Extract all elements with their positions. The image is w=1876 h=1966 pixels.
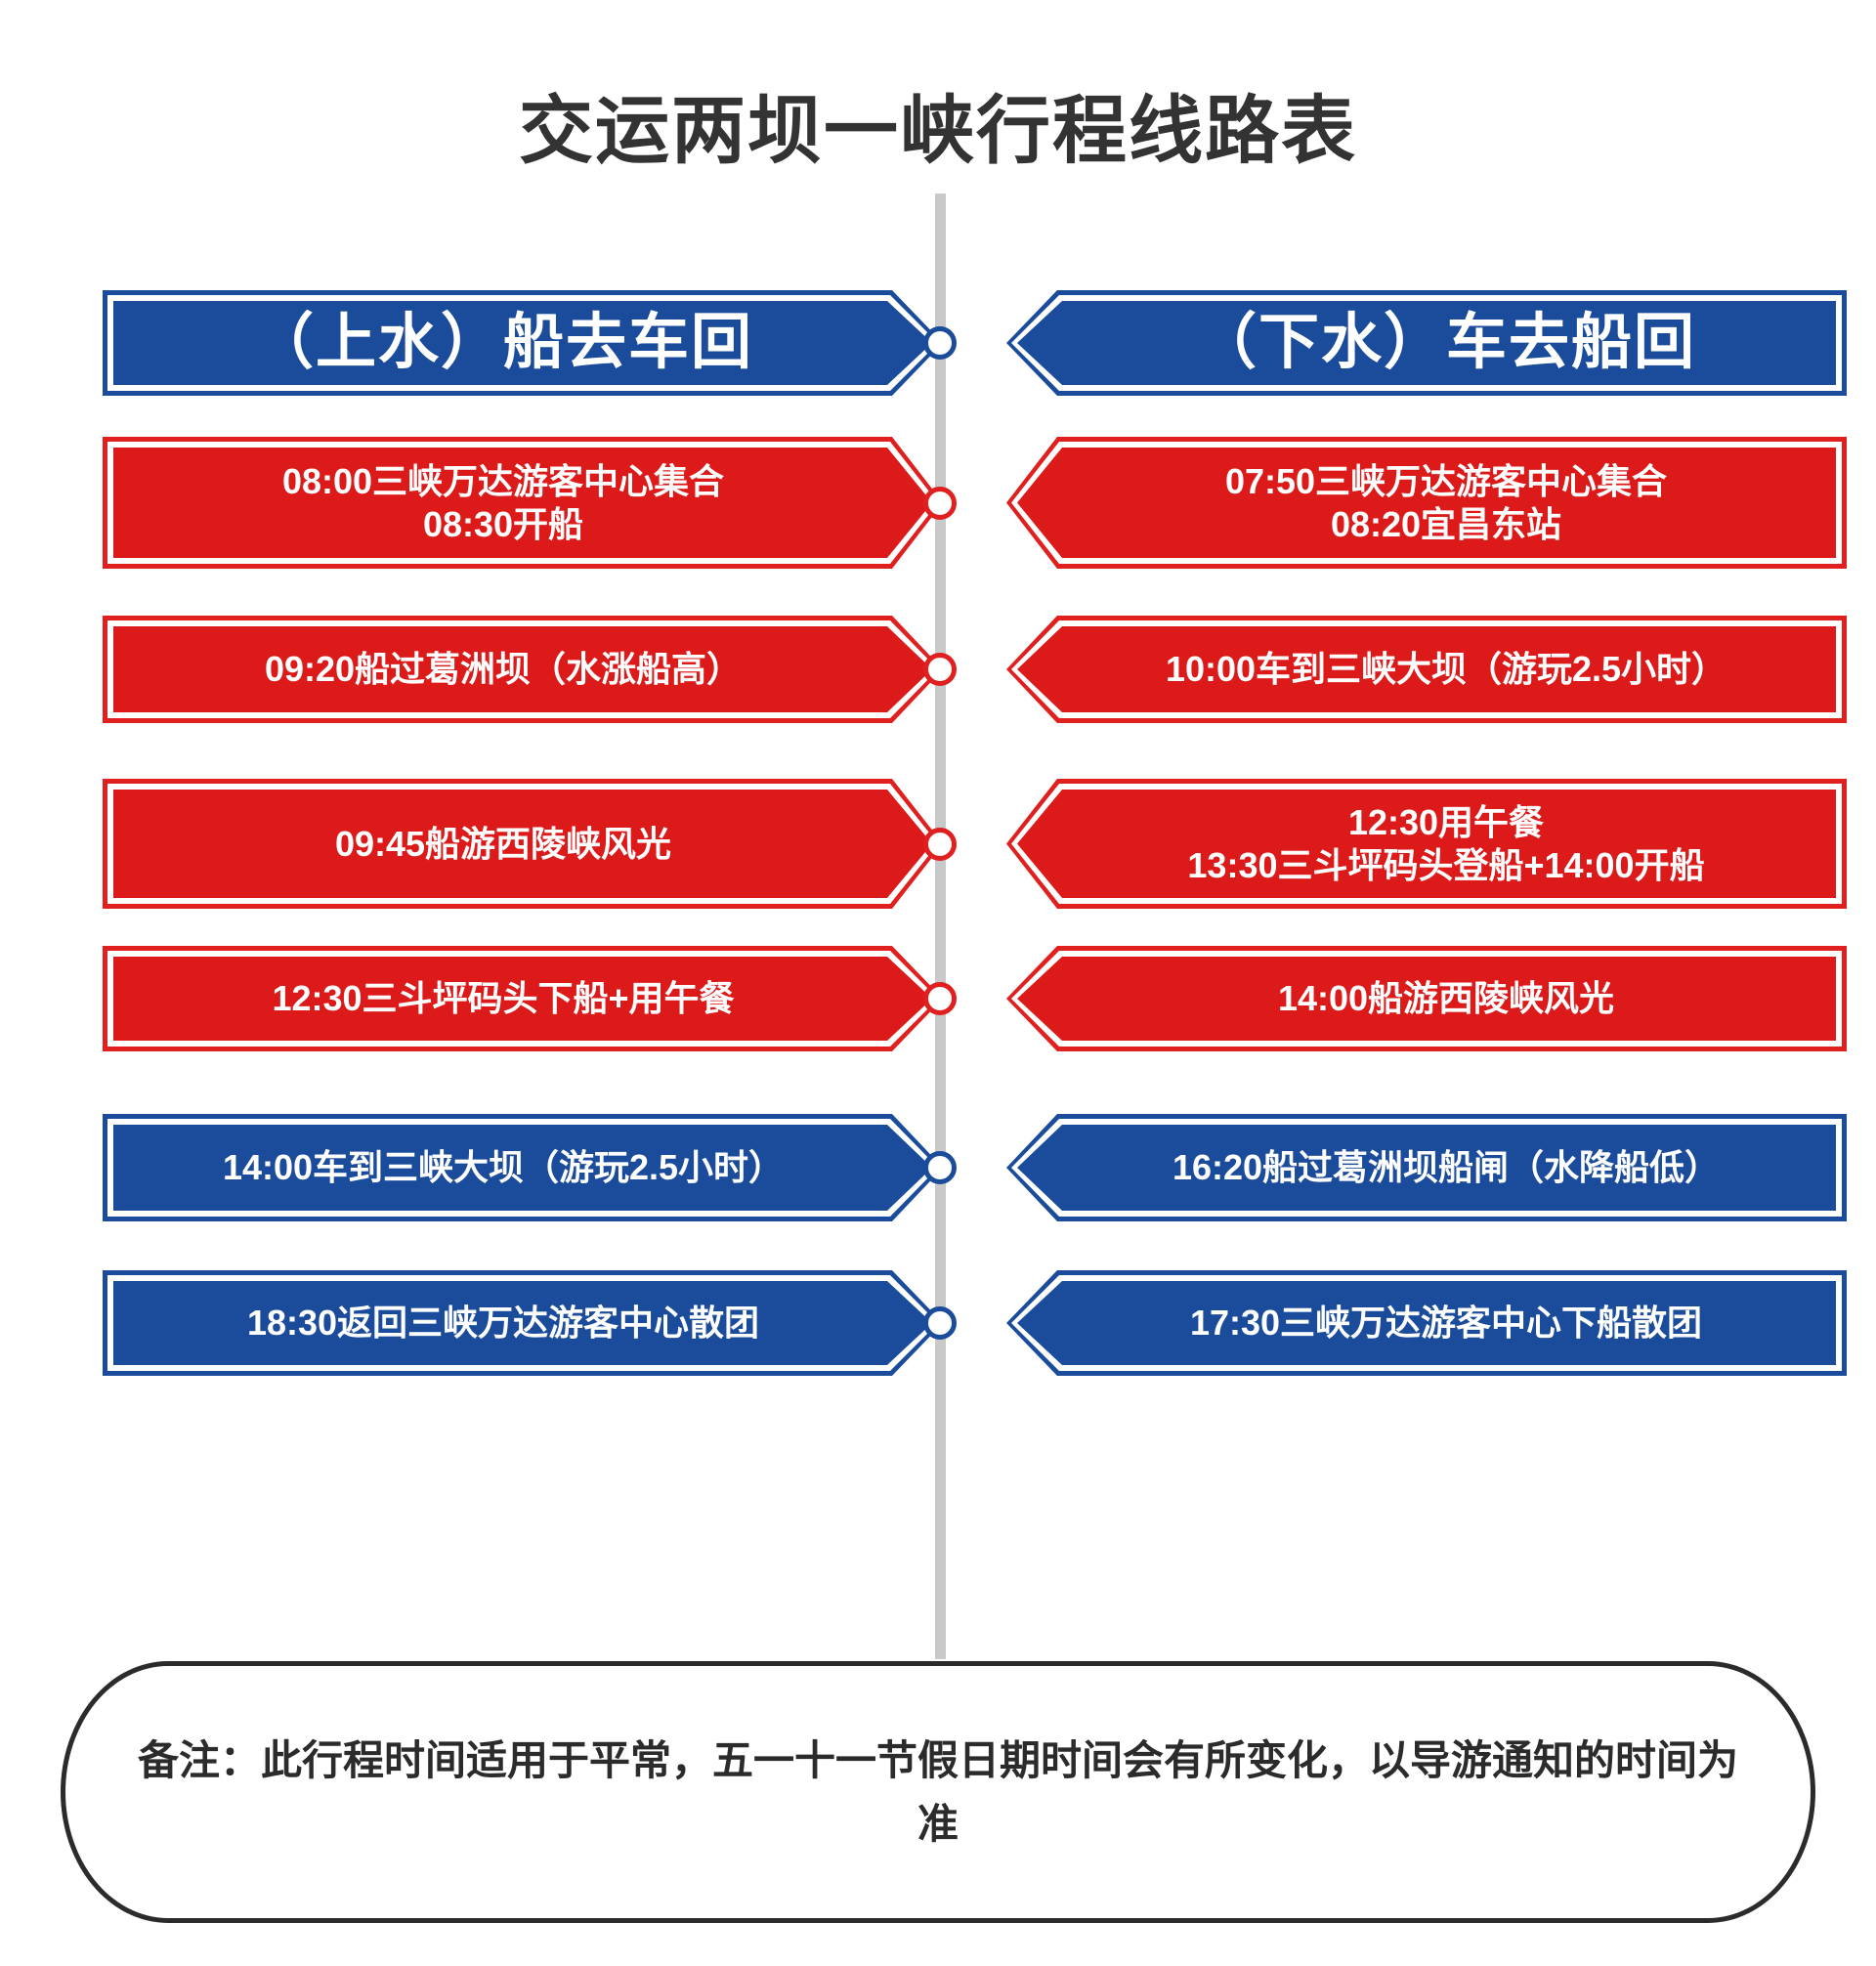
banner-fill — [1017, 448, 1836, 558]
banner-step-label: 12:30三斗坪码头下船+用午餐 — [272, 978, 735, 1019]
banner-step-label: 14:00车到三峡大坝（游玩2.5小时） — [222, 1147, 785, 1188]
step-right-4[interactable]: 14:00船游西陵峡风光 — [1006, 946, 1847, 1051]
banner-step: 10:00车到三峡大坝（游玩2.5小时） — [1006, 616, 1847, 723]
timeline-dot-2 — [923, 486, 957, 520]
banner-step-label: 10:00车到三峡大坝（游玩2.5小时） — [1165, 649, 1727, 690]
header-left[interactable]: （上水）船去车回 — [103, 290, 943, 396]
banner-step-label: 17:30三峡万达游客中心下船散团 — [1189, 1303, 1703, 1344]
banner-step-label: 14:00船游西陵峡风光 — [1277, 978, 1615, 1019]
banner-fill — [113, 790, 932, 898]
timeline-dot-3 — [923, 653, 957, 686]
banner-step-label: 09:20船过葛洲坝（水涨船高） — [264, 649, 743, 690]
step-left-3[interactable]: 09:45船游西陵峡风光 — [103, 779, 943, 909]
page-title: 交运两坝一峡行程线路表 — [519, 90, 1357, 173]
banner-step: 08:00三峡万达游客中心集合 08:30开船 — [103, 437, 943, 569]
banner-header: （上水）船去车回 — [103, 290, 943, 396]
banner-step: 14:00船游西陵峡风光 — [1006, 946, 1847, 1051]
banner-step-label: 08:00三峡万达游客中心集合 08:30开船 — [281, 460, 725, 544]
banner-fill — [113, 1125, 932, 1211]
step-right-3[interactable]: 12:30用午餐 13:30三斗坪码头登船+14:00开船 — [1006, 779, 1847, 909]
step-left-1[interactable]: 08:00三峡万达游客中心集合 08:30开船 — [103, 437, 943, 569]
banner-step: 09:20船过葛洲坝（水涨船高） — [103, 616, 943, 723]
step-right-2[interactable]: 10:00车到三峡大坝（游玩2.5小时） — [1006, 616, 1847, 723]
banner-step: 07:50三峡万达游客中心集合 08:20宜昌东站 — [1006, 437, 1847, 569]
banner-fill — [1017, 1281, 1836, 1365]
banner-step: 16:20船过葛洲坝船闸（水降船低） — [1006, 1114, 1847, 1221]
timeline-axis — [935, 193, 946, 1659]
banner-fill — [113, 448, 932, 558]
banner-step: 09:45船游西陵峡风光 — [103, 779, 943, 909]
banner-fill — [1017, 626, 1836, 712]
banner-step: 12:30用午餐 13:30三斗坪码头登船+14:00开船 — [1006, 779, 1847, 909]
banner-header-label: （下水）车去船回 — [1195, 309, 1696, 377]
banner-fill — [1017, 1125, 1836, 1211]
banner-step: 14:00车到三峡大坝（游玩2.5小时） — [103, 1114, 943, 1221]
footer-note: 备注：此行程时间适用于平常，五一十一节假日期时间会有所变化，以导游通知的时间为准 — [61, 1661, 1815, 1923]
step-right-5[interactable]: 16:20船过葛洲坝船闸（水降船低） — [1006, 1114, 1847, 1221]
banner-fill — [113, 301, 932, 385]
timeline-dot-7 — [923, 1306, 957, 1340]
step-left-4[interactable]: 12:30三斗坪码头下船+用午餐 — [103, 946, 943, 1051]
banner-step-label: 12:30用午餐 13:30三斗坪码头登船+14:00开船 — [1187, 801, 1705, 885]
banner-step-label: 18:30返回三峡万达游客中心散团 — [246, 1303, 760, 1344]
banner-fill — [1017, 301, 1836, 385]
banner-step: 18:30返回三峡万达游客中心散团 — [103, 1270, 943, 1376]
timeline-dot-5 — [923, 982, 957, 1015]
step-right-1[interactable]: 07:50三峡万达游客中心集合 08:20宜昌东站 — [1006, 437, 1847, 569]
step-left-2[interactable]: 09:20船过葛洲坝（水涨船高） — [103, 616, 943, 723]
banner-step-label: 16:20船过葛洲坝船闸（水降船低） — [1172, 1147, 1721, 1188]
step-right-6[interactable]: 17:30三峡万达游客中心下船散团 — [1006, 1270, 1847, 1376]
footer-note-text: 备注：此行程时间适用于平常，五一十一节假日期时间会有所变化，以导游通知的时间为准 — [137, 1736, 1738, 1847]
step-left-6[interactable]: 18:30返回三峡万达游客中心散团 — [103, 1270, 943, 1376]
banner-fill — [113, 957, 932, 1041]
banner-fill — [1017, 957, 1836, 1041]
step-left-5[interactable]: 14:00车到三峡大坝（游玩2.5小时） — [103, 1114, 943, 1221]
banner-step-label: 07:50三峡万达游客中心集合 08:20宜昌东站 — [1224, 460, 1668, 544]
banner-header: （下水）车去船回 — [1006, 290, 1847, 396]
banner-header-label: （上水）船去车回 — [252, 309, 753, 377]
banner-step: 17:30三峡万达游客中心下船散团 — [1006, 1270, 1847, 1376]
banner-step-label: 09:45船游西陵峡风光 — [334, 823, 672, 864]
banner-fill — [113, 1281, 932, 1365]
timeline-dot-1 — [923, 326, 957, 360]
banner-fill — [113, 626, 932, 712]
banner-fill — [1017, 790, 1836, 898]
header-right[interactable]: （下水）车去船回 — [1006, 290, 1847, 396]
timeline-dot-4 — [923, 827, 957, 861]
banner-step: 12:30三斗坪码头下船+用午餐 — [103, 946, 943, 1051]
timeline-dot-6 — [923, 1151, 957, 1184]
